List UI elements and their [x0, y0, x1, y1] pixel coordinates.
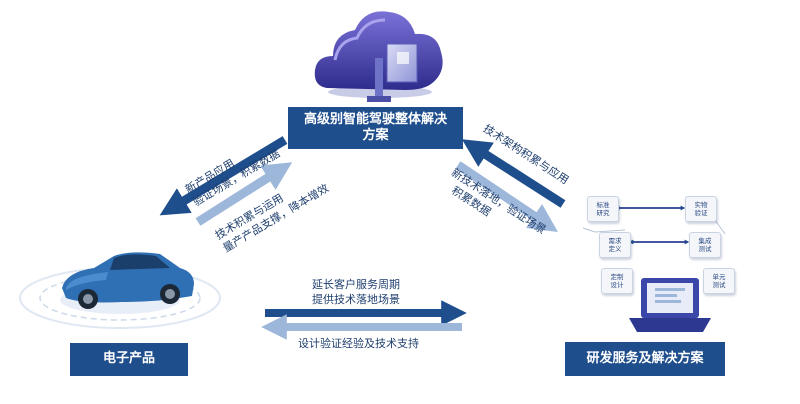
node-left-electronics: 电子产品 — [70, 343, 188, 376]
label-bottom-top: 延长客户服务周期 提供技术落地场景 — [312, 278, 400, 308]
chip-custom-design: 定制 设计 — [601, 268, 633, 294]
chip-standard-research-line1: 标准 — [596, 200, 610, 209]
label-bottom-bottom: 设计验证经验及技术支持 — [298, 337, 419, 352]
label-bottom-top-line1: 延长客户服务周期 — [312, 278, 400, 291]
car-illustration — [10, 222, 230, 342]
chip-integration-test-line2: 测试 — [698, 245, 712, 253]
node-top-solution: 高级别智能驾驶整体解决 方案 — [288, 107, 463, 149]
node-top-label: 高级别智能驾驶整体解决 方案 — [303, 111, 447, 143]
dev-cycle-illustration: 标准 研究 实物 验证 需求 定义 集成 测试 定制 设计 单元 测试 — [565, 190, 755, 338]
chip-physical-verification-line1: 实物 — [694, 200, 708, 209]
chip-physical-verification: 实物 验证 — [685, 196, 717, 222]
chip-requirement-definition: 需求 定义 — [599, 232, 631, 258]
chip-unit-test-line1: 单元 — [712, 272, 726, 281]
node-right-rd-services: 研发服务及解决方案 — [565, 342, 725, 376]
chip-unit-test-line2: 测试 — [712, 281, 726, 289]
node-left-label: 电子产品 — [102, 351, 155, 367]
arrow-left-to-top — [195, 162, 293, 226]
arrow-top-to-left — [159, 136, 288, 216]
arrow-top-to-right — [455, 161, 558, 233]
chip-integration-test: 集成 测试 — [689, 232, 721, 258]
chip-requirement-definition-line1: 需求 — [608, 236, 622, 245]
chip-standard-research: 标准 研究 — [587, 196, 619, 222]
chip-unit-test: 单元 测试 — [703, 268, 735, 294]
label-bottom-top-line2: 提供技术落地场景 — [312, 292, 400, 306]
label-bottom-bottom-line1: 设计验证经验及技术支持 — [298, 337, 419, 350]
chip-integration-test-line1: 集成 — [698, 236, 712, 245]
chip-physical-verification-line2: 验证 — [694, 209, 708, 217]
chip-custom-design-line2: 设计 — [610, 281, 624, 289]
chip-requirement-definition-line2: 定义 — [608, 245, 622, 253]
arrow-right-to-top — [461, 139, 566, 208]
chip-standard-research-line2: 研究 — [596, 209, 610, 217]
cloud-illustration — [305, 0, 455, 108]
node-right-label: 研发服务及解决方案 — [586, 350, 704, 366]
chip-custom-design-line1: 定制 — [610, 272, 624, 281]
